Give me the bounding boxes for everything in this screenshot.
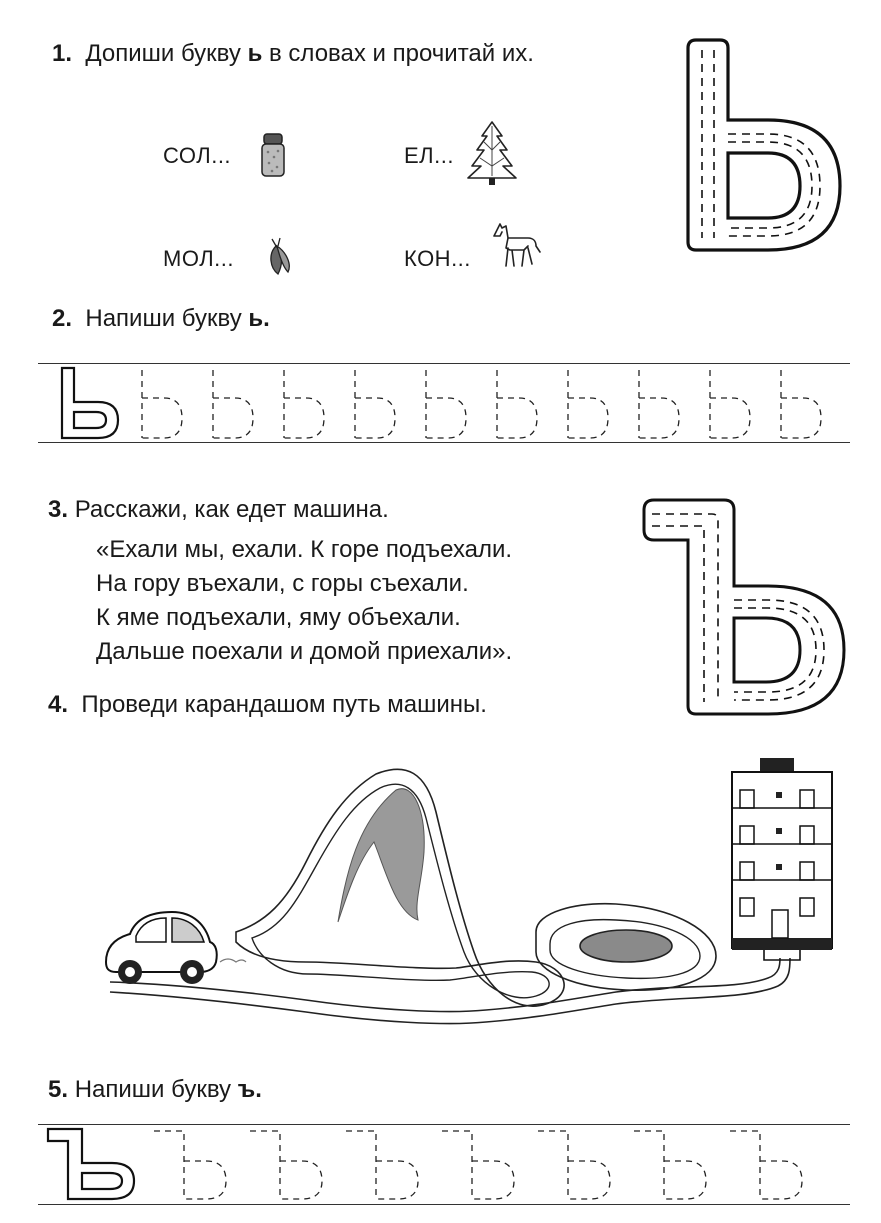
task4-heading: 4. Проведи карандашом путь машины. bbox=[48, 691, 487, 719]
task4-number: 4. bbox=[48, 691, 69, 718]
task1-text-after: в словах и прочитай их. bbox=[269, 40, 534, 67]
task3-heading: 3. Расскажи, как едет машина. bbox=[48, 496, 389, 524]
road-outer bbox=[109, 957, 781, 1013]
word-el[interactable]: ЕЛ... bbox=[404, 143, 454, 168]
poem-line-2: На гору въехали, с горы съехали. bbox=[96, 570, 469, 597]
writing-line-bottom-2 bbox=[38, 1204, 850, 1205]
task1-text-before: Допиши букву bbox=[85, 40, 241, 67]
task5-text: Напиши букву bbox=[74, 1076, 232, 1103]
soft-sign-outline-letter bbox=[686, 38, 842, 252]
poem-line-4: Дальше поехали и домой приехали». bbox=[96, 638, 513, 665]
word-mol[interactable]: МОЛ... bbox=[163, 246, 234, 271]
task1-number: 1. bbox=[52, 40, 73, 67]
word-sol[interactable]: СОЛ... bbox=[163, 143, 232, 168]
task5-number: 5. bbox=[48, 1076, 69, 1103]
house-icon bbox=[731, 758, 833, 961]
mountain-loop-inner bbox=[251, 783, 550, 999]
poem: «Ехали мы, ехали. К горе подъехали. На г… bbox=[96, 533, 512, 669]
fir-tree-icon bbox=[467, 121, 517, 185]
task5-heading: 5. Напиши букву ъ. bbox=[48, 1076, 262, 1104]
car-icon bbox=[104, 910, 247, 984]
mountain-shading bbox=[337, 788, 425, 923]
writing-line-top-2 bbox=[38, 1124, 850, 1125]
task3-text: Расскажи, как едет машина. bbox=[74, 496, 389, 523]
task1-letter: ь bbox=[247, 40, 263, 67]
writing-line-top-1 bbox=[38, 363, 850, 364]
road-inner bbox=[109, 957, 791, 1025]
hole-icon bbox=[579, 929, 673, 963]
task2-text: Напиши букву bbox=[85, 305, 242, 332]
task5-period: . bbox=[255, 1076, 262, 1103]
hard-sign-tracing-row[interactable] bbox=[38, 1125, 850, 1204]
hard-sign-outline-letter bbox=[642, 498, 846, 716]
soft-sign-tracing-row[interactable] bbox=[38, 364, 850, 442]
poem-line-3: К яме подъехали, яму объехали. bbox=[96, 604, 461, 631]
writing-line-bottom-1 bbox=[38, 442, 850, 443]
horse-icon bbox=[493, 223, 541, 267]
word-kon[interactable]: КОН... bbox=[404, 246, 471, 271]
task2-period: . bbox=[263, 305, 270, 332]
mountain-loop-outer bbox=[235, 768, 565, 1007]
hole-loop-outer bbox=[535, 902, 717, 991]
moth-icon bbox=[270, 237, 290, 275]
task1-heading: 1. Допиши букву ь в словах и прочитай их… bbox=[52, 40, 534, 68]
task2-letter: ь bbox=[248, 305, 264, 332]
task4-text: Проведи карандашом путь машины. bbox=[81, 691, 487, 718]
task2-number: 2. bbox=[52, 305, 73, 332]
task5-letter: ъ bbox=[237, 1076, 256, 1103]
poem-line-1: «Ехали мы, ехали. К горе подъехали. bbox=[96, 536, 513, 563]
task2-heading: 2. Напиши букву ь. bbox=[52, 305, 270, 333]
task3-number: 3. bbox=[48, 496, 69, 523]
car-maze-illustration[interactable] bbox=[96, 752, 844, 1036]
salt-shaker-icon bbox=[261, 133, 285, 177]
hole-loop-inner bbox=[549, 918, 701, 980]
